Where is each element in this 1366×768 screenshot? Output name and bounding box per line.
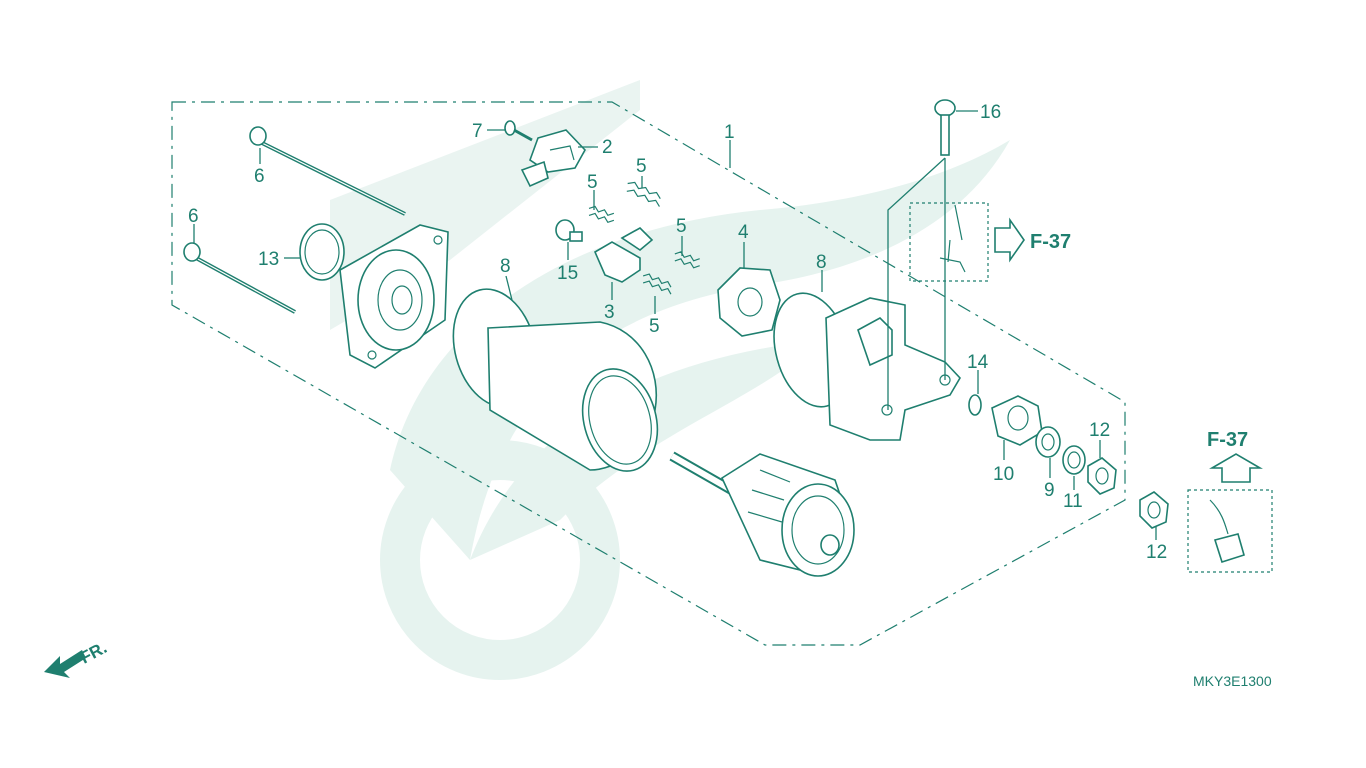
nut-upper [1087,457,1117,495]
ref-box-right [909,202,989,282]
drawing-code: MKY3E1300 [1193,673,1272,689]
flange-bolt [934,99,956,156]
front-label: FR. [77,638,110,668]
brush-holder [593,227,654,283]
spring-2 [588,205,615,224]
terminal-wire-icon [939,204,966,273]
callout-5a: 5 [636,156,647,177]
callout-8b: 8 [816,252,827,273]
terminal-bracket [520,129,586,188]
front-cover [339,224,449,369]
ref-label-up: F-37 [1207,429,1248,451]
front-arrow-icon [44,650,86,678]
nut-lower [1139,491,1169,529]
insulator-plate [717,267,781,337]
arrow-up-icon [1209,453,1263,483]
guide-lines [887,157,946,410]
callout-8a: 8 [500,256,511,277]
callout-10: 10 [993,464,1014,485]
o-ring-small [968,394,982,416]
callout-12a: 12 [1089,420,1110,441]
callout-1: 1 [724,122,735,143]
callout-16: 16 [980,102,1001,123]
small-bolt [504,120,533,142]
armature [669,451,855,577]
front-arrow: FR. [44,638,110,678]
washer-thin [1062,445,1086,475]
insulator-bush [991,395,1043,446]
callout-3: 3 [604,302,615,323]
screw [555,219,583,242]
yoke-assembly [452,288,659,472]
callout-7: 7 [472,121,483,142]
callout-13: 13 [258,249,279,270]
ref-label-right: F-37 [1030,231,1071,253]
callout-5d: 5 [649,316,660,337]
connector-icon [1213,533,1245,564]
arrow-right-icon [994,217,1025,263]
callout-9: 9 [1044,480,1055,501]
washer [1035,426,1061,458]
spring-4 [642,273,672,295]
leader-lines [193,110,1157,540]
rear-cover [773,292,961,441]
long-bolt-lower [183,242,296,314]
ref-box-lower [1187,489,1273,573]
callout-12b: 12 [1146,542,1167,563]
spring-3 [674,251,700,269]
callout-5c: 5 [676,216,687,237]
callout-6a: 6 [254,166,265,187]
callout-11: 11 [1063,491,1083,512]
callout-6b: 6 [188,206,199,227]
callout-2: 2 [602,137,613,158]
assembly-boundary [171,101,1126,646]
callout-5b: 5 [587,172,598,193]
callout-4: 4 [738,222,749,243]
o-ring [299,223,345,281]
callout-14: 14 [967,352,989,373]
callout-15: 15 [557,263,578,284]
spring-1 [626,181,661,207]
connector-wire-icon [1209,499,1229,535]
long-bolt-upper [249,126,406,216]
